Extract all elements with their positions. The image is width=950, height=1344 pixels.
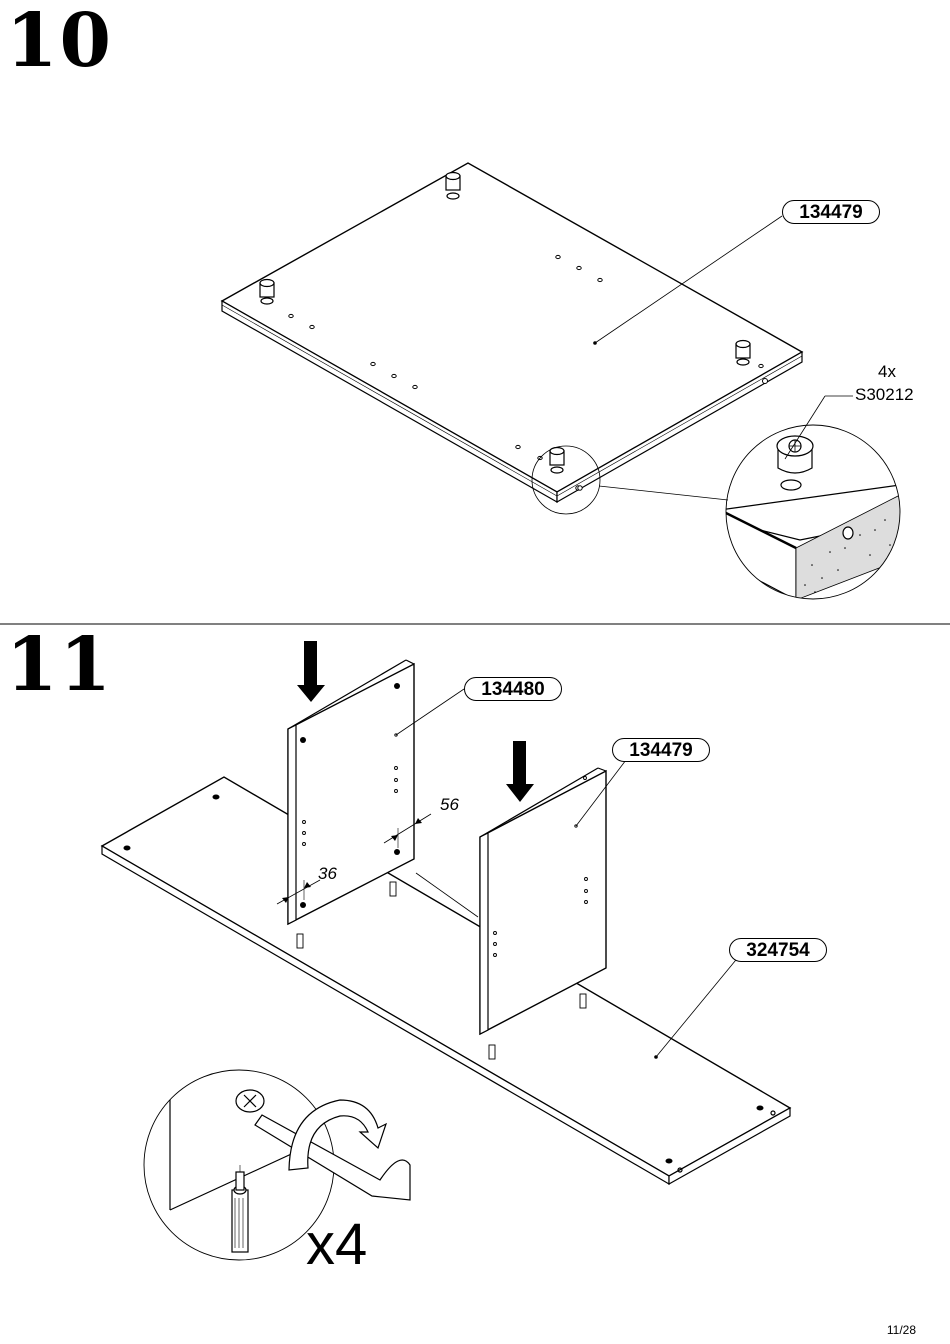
dimension-36: 36 [318,864,337,884]
part-label-134479-step10: 134479 [782,200,880,224]
cam-fitting-large-icon [777,436,813,490]
part-label-134480: 134480 [464,677,562,701]
fitting-quantity: 4x [878,362,896,382]
step11-zoom-detail [144,1000,410,1260]
dimension-56: 56 [440,795,459,815]
step10-zoom-detail [720,396,900,600]
part-label-324754: 324754 [729,938,827,962]
page-number: 11/28 [887,1323,916,1337]
quantity-x4: x4 [306,1216,367,1274]
part-label-134479-step11: 134479 [612,738,710,762]
fitting-code: S30212 [855,385,914,405]
step10-panel [222,163,802,502]
